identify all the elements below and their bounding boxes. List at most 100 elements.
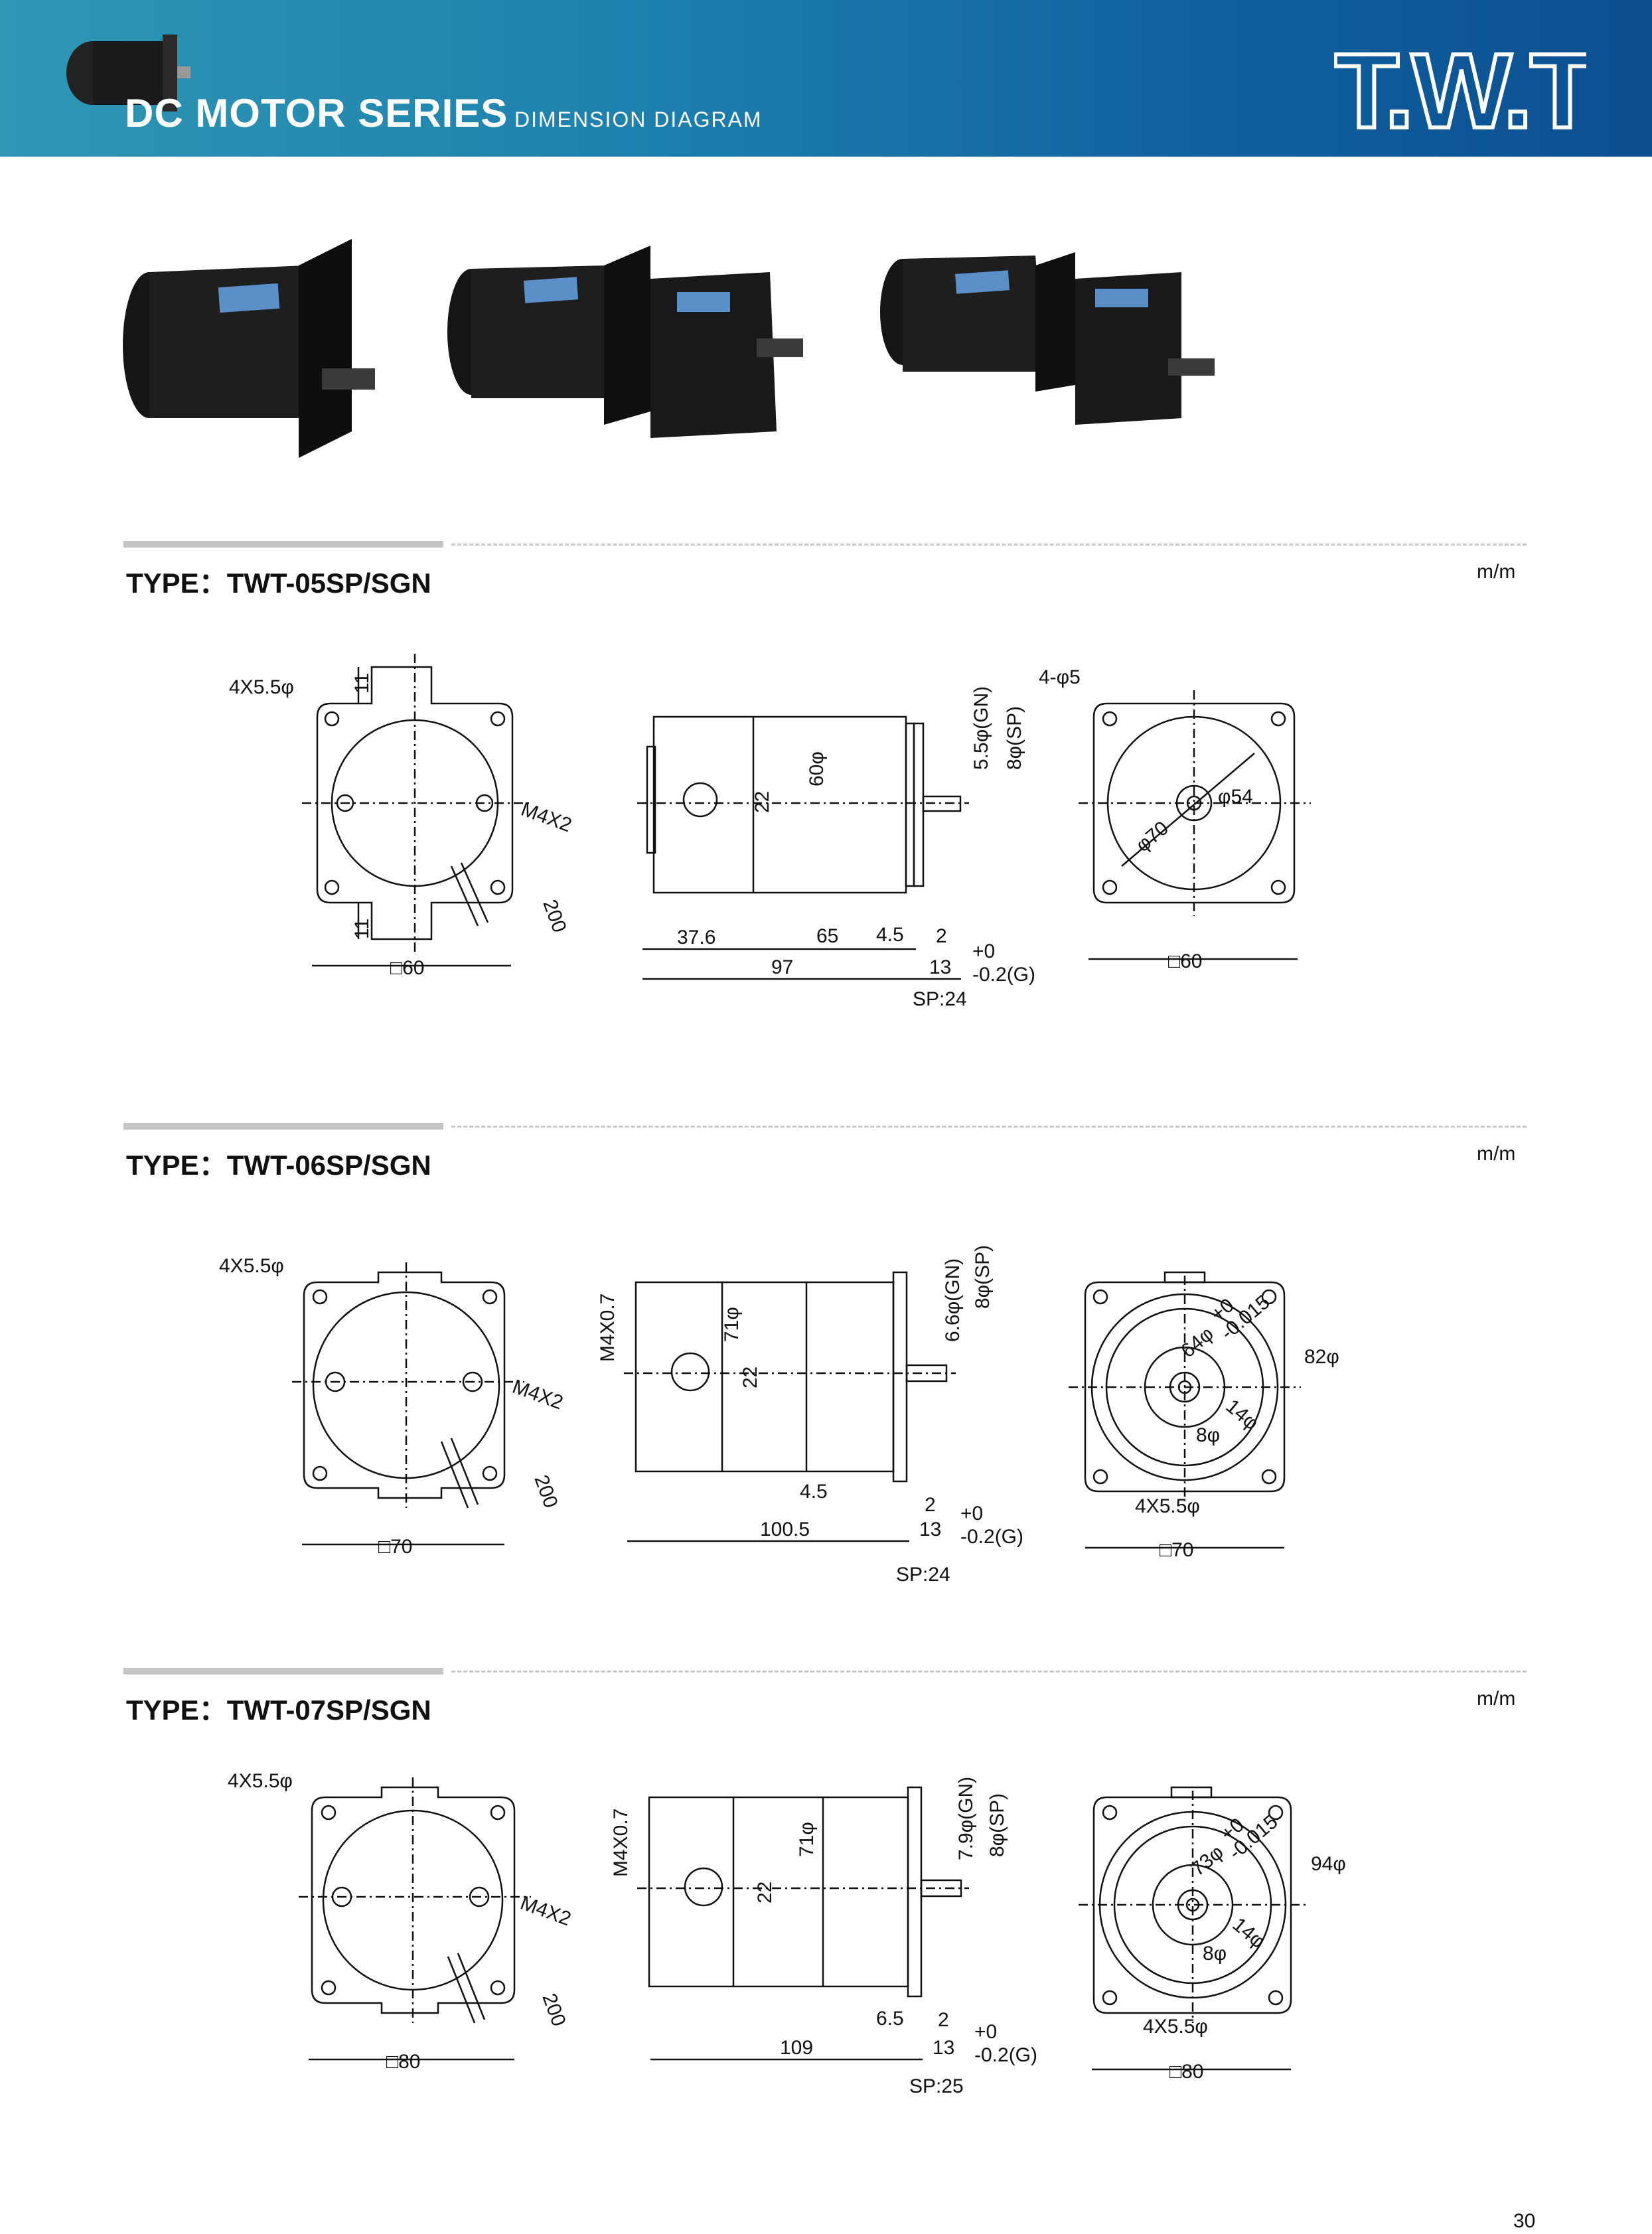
front-view [302,654,531,967]
flange-spigot: 64φ [1177,1323,1218,1362]
section-divider [451,1126,1527,1128]
side-len-d: 2 [938,2009,949,2031]
header-subtitle: DIMENSION DIAGRAM [514,108,763,131]
side-body-dia: 60φ [806,751,828,786]
side-sp-length: SP:24 [913,988,967,1010]
flange-holes-label: 4-φ5 [1039,666,1081,688]
flange-shaft: 8φ [1203,1943,1227,1965]
flange-hub: 14φ [1229,1913,1270,1953]
flange-view [1079,690,1311,960]
flange-square-label: □70 [1160,1539,1194,1561]
flange-view [1069,1271,1301,1549]
side-len-d: 2 [936,925,947,947]
side-box-dim: 22 [754,1882,776,1903]
section-twt-06: TYPE：TWT-06SP/SGN m/m 4X5.5φ M4X2 200 □7… [0,1123,1652,1627]
unit-label: m/m [1477,1688,1516,1710]
unit-label: m/m [1477,1143,1516,1165]
section-twt-05: TYPE：TWT-05SP/SGN m/m 4X5.5φ 11 11 M4X2 … [0,541,1652,1059]
section-title: TYPE：TWT-06SP/SGN [126,1150,431,1181]
side-tol-plus: +0 [972,940,995,962]
side-len-c: 4.5 [800,1481,828,1503]
front-view [299,1777,531,2061]
side-tol-minus: -0.2(G) [960,1526,1023,1548]
front-bottom-dim: 11 [351,919,373,939]
dimension-diagram-06: 4X5.5φ M4X2 200 □70 M4X0.7 71φ 22 6.6φ(G… [219,1245,1339,1586]
side-shaft-gn: 7.9φ(GN) [955,1777,977,1860]
flange-holes-label: 4X5.5φ [1143,2016,1208,2038]
front-lead-label: 200 [530,1472,562,1511]
section-bar [123,541,443,548]
flange-square-label: □60 [1168,950,1203,972]
side-box-dim: 22 [739,1367,761,1388]
side-view [624,1271,956,1542]
side-sp-length: SP:24 [896,1564,950,1586]
flange-shaft: 8φ [1196,1424,1220,1446]
side-len-d: 2 [925,1494,936,1516]
side-shaft-gn: 6.6φ(GN) [942,1258,964,1342]
flange-pcd: 82φ [1304,1346,1339,1368]
side-body-dia: 71φ [796,1822,818,1857]
side-tol-plus: +0 [974,2021,997,2043]
flange-holes-label: 4X5.5φ [1135,1495,1200,1517]
side-shaft-length: 13 [919,1519,941,1540]
side-len-c: 4.5 [876,924,904,946]
front-view [292,1262,524,1546]
side-len-a: 37.6 [677,927,715,948]
page-number: 30 [1513,2210,1536,2232]
dimension-diagram-05: 4X5.5φ 11 11 M4X2 200 □60 60φ 22 5.5φ(GN… [229,654,1311,1010]
side-shaft-sp: 8φ(SP) [972,1245,994,1309]
section-title: TYPE：TWT-05SP/SGN [126,567,431,599]
front-square-label: □70 [378,1536,413,1558]
side-shaft-length: 13 [929,956,951,978]
dimension-diagram-07: 4X5.5φ M4X2 200 □80 M4X0.7 71φ 22 7.9φ(G… [228,1770,1346,2097]
front-top-dim: 11 [351,673,373,694]
section-bar [123,1668,443,1675]
front-lead-label: 200 [538,1990,569,2029]
side-shaft-length: 13 [933,2037,954,2059]
motor-photo-1 [123,239,375,458]
side-tol-minus: -0.2(G) [974,2044,1037,2066]
flange-spigot: φ54 [1218,786,1253,808]
side-total-length: 100.5 [760,1519,810,1540]
flange-hub: 14φ [1222,1395,1263,1434]
side-shaft-sp: 8φ(SP) [986,1793,1008,1857]
side-tol-minus: -0.2(G) [972,964,1035,986]
front-screw-label: M4X2 [510,1376,566,1414]
side-box-dim: 22 [751,791,773,813]
side-thread: M4X0.7 [610,1809,632,1877]
flange-square-label: □80 [1169,2061,1204,2083]
side-sp-length: SP:25 [909,2075,964,2097]
side-len-c: 6.5 [876,2008,904,2030]
front-screw-label: M4X2 [518,1892,574,1931]
side-shaft-gn: 5.5φ(GN) [970,686,992,770]
header-title: DC MOTOR SERIES [125,91,508,135]
side-body-dia: 71φ [721,1307,743,1342]
header-motor-icon [66,35,190,112]
motor-photo-3 [880,252,1215,425]
side-view [637,715,969,980]
side-total-length: 109 [780,2037,813,2059]
side-thread: M4X0.7 [597,1294,619,1362]
section-title: TYPE：TWT-07SP/SGN [126,1694,431,1726]
front-holes-label: 4X5.5φ [228,1770,293,1792]
front-lead-label: 200 [538,897,570,935]
side-total-length: 97 [771,956,793,978]
front-square-label: □60 [390,957,425,979]
unit-label: m/m [1477,561,1516,583]
side-shaft-sp: 8φ(SP) [1004,706,1025,770]
motor-photo-2 [447,246,803,438]
side-tol-plus: +0 [960,1503,983,1525]
svg-text:T.W.T: T.W.T [1334,35,1586,141]
twt-logo: T.W.T [1334,35,1586,141]
front-square-label: □80 [386,2051,421,2073]
section-divider [451,1671,1527,1673]
page-header: DC MOTOR SERIES DIMENSION DIAGRAM T.W.T [0,0,1652,157]
flange-view [1079,1786,1308,2071]
side-view [637,1786,969,2061]
front-screw-label: M4X2 [518,798,575,837]
motor-photos [123,239,1215,458]
flange-pcd: φ70 [1132,817,1173,856]
side-len-b: 65 [816,925,838,947]
front-holes-label: 4X5.5φ [219,1255,284,1277]
section-divider [451,544,1527,546]
